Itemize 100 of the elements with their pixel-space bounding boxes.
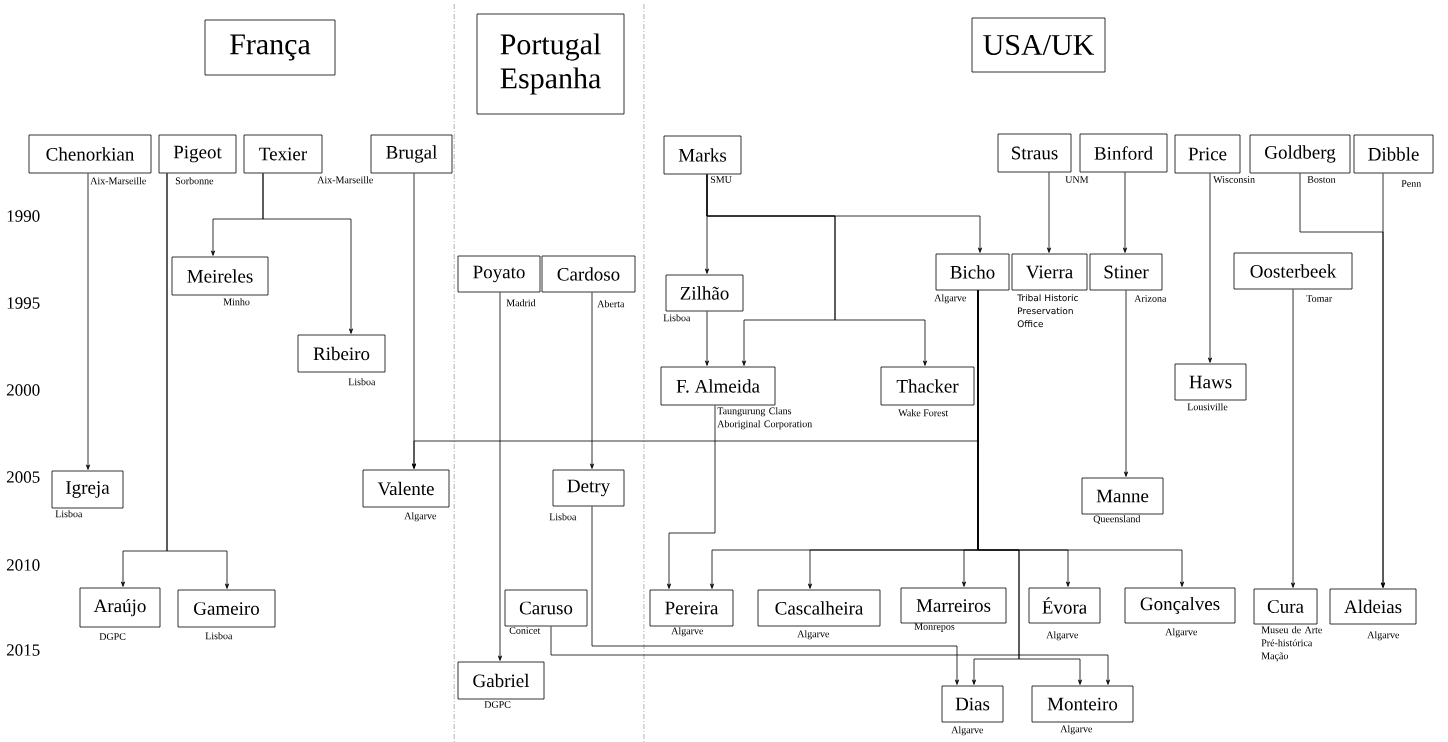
name-box: Meireles bbox=[171, 256, 269, 296]
affiliation-label: Minho bbox=[223, 298, 250, 306]
arrow bbox=[262, 173, 353, 334]
year-label: 2015 bbox=[6, 644, 40, 656]
affiliation-label: Algarve bbox=[951, 726, 984, 736]
name-box: Oosterbeek bbox=[1233, 252, 1353, 290]
year-label: 1995 bbox=[7, 297, 40, 309]
arrow bbox=[706, 174, 927, 366]
name-box: Straus bbox=[997, 133, 1072, 173]
name-box: Igreja bbox=[51, 470, 124, 509]
affiliation-label: Algarve bbox=[1165, 628, 1198, 638]
affiliation-label: Boston bbox=[1307, 176, 1336, 183]
year-label: 2000 bbox=[6, 384, 40, 396]
name-box: Marks bbox=[663, 135, 742, 175]
affiliation-label: Arizona bbox=[1134, 295, 1167, 302]
name-box: Gabriel bbox=[457, 661, 545, 700]
name-box: Monteiro bbox=[1031, 685, 1134, 723]
name-box: Zilhão bbox=[665, 274, 744, 312]
name-box: Évora bbox=[1028, 587, 1101, 624]
name-box: Gonçalves bbox=[1124, 587, 1236, 624]
arrow bbox=[1124, 290, 1129, 477]
arrow bbox=[498, 292, 502, 661]
heading-box: França bbox=[204, 19, 336, 76]
affiliation-label: Sorbonne bbox=[175, 177, 214, 185]
arrow bbox=[550, 626, 1111, 685]
affiliation-label: Lisboa bbox=[348, 378, 376, 386]
name-box: Araújo bbox=[79, 587, 161, 628]
year-label: 1990 bbox=[7, 210, 40, 222]
affiliation-label: Tribal Historic Preservation Office bbox=[1017, 294, 1078, 328]
affiliation-label: Monrepos bbox=[914, 623, 955, 632]
heading-box: Portugal Espanha bbox=[476, 13, 625, 115]
name-box: Detry bbox=[552, 469, 625, 507]
name-box: Dias bbox=[941, 685, 1004, 723]
affiliation-label: Taungurung Clans Aboriginal Corporation bbox=[717, 407, 813, 430]
affiliation-label: Algarve bbox=[1060, 725, 1093, 735]
affiliation-label: UNM bbox=[1065, 176, 1089, 183]
arrow bbox=[1381, 173, 1386, 588]
name-box: Gameiro bbox=[177, 589, 276, 628]
name-box: Chenorkian bbox=[28, 134, 152, 174]
name-box: Binford bbox=[1079, 133, 1168, 173]
name-box: Brugal bbox=[370, 134, 453, 174]
year-label: 2010 bbox=[6, 559, 40, 571]
affiliation-label: Museu de Arte Pré-histórica Mação bbox=[1261, 626, 1322, 662]
name-box: Price bbox=[1174, 134, 1241, 174]
affiliation-label: Queensland bbox=[1093, 515, 1141, 524]
name-box: Aldeias bbox=[1329, 588, 1417, 625]
name-box: Marreiros bbox=[900, 587, 1007, 624]
name-box: Haws bbox=[1174, 363, 1247, 401]
name-box: Cura bbox=[1253, 588, 1318, 625]
affiliation-label: Madrid bbox=[506, 299, 536, 307]
name-box: Stiner bbox=[1089, 253, 1163, 291]
arrow bbox=[86, 173, 90, 470]
name-box: Manne bbox=[1081, 477, 1164, 515]
arrow bbox=[667, 405, 716, 589]
name-box: Pereira bbox=[649, 589, 734, 627]
affiliation-label: Algarve bbox=[797, 630, 830, 640]
arrow bbox=[1123, 172, 1128, 253]
affiliation-label: Lisboa bbox=[205, 632, 233, 640]
arrow bbox=[977, 290, 1083, 685]
affiliation-label: Algarve bbox=[671, 627, 704, 637]
affiliation-label: Penn bbox=[1401, 180, 1422, 187]
affiliation-label: Tomar bbox=[1306, 295, 1333, 302]
name-box: Thacker bbox=[880, 366, 975, 406]
affiliation-label: Lisboa bbox=[549, 513, 577, 521]
affiliation-label: Wisconsin bbox=[1213, 176, 1255, 183]
name-box: Bicho bbox=[935, 253, 1010, 291]
arrow bbox=[590, 292, 594, 469]
arrow bbox=[1047, 172, 1051, 253]
name-box: Goldberg bbox=[1249, 134, 1351, 174]
name-box: Vierra bbox=[1011, 253, 1088, 291]
affiliation-label: DGPC bbox=[484, 701, 511, 708]
affiliation-label: SMU bbox=[710, 176, 732, 183]
name-box: F. Almeida bbox=[660, 366, 776, 406]
name-box: Poyato bbox=[457, 255, 541, 293]
arrow bbox=[166, 173, 229, 589]
affiliation-label: Wake Forest bbox=[898, 409, 949, 417]
name-box: Texier bbox=[243, 134, 323, 174]
affiliation-label: Aix-Marseille bbox=[317, 176, 373, 184]
affiliation-label: Algarve bbox=[1046, 631, 1079, 641]
name-box: Ribeiro bbox=[297, 334, 386, 373]
name-box: Pigeot bbox=[158, 134, 237, 174]
arrow bbox=[1291, 289, 1296, 588]
affiliation-label: DGPC bbox=[99, 633, 126, 640]
affiliation-label: Algarve bbox=[404, 512, 437, 522]
name-box: Cascalheira bbox=[757, 589, 881, 627]
name-box: Valente bbox=[362, 469, 450, 508]
name-box: Dibble bbox=[1353, 134, 1434, 174]
heading-box: USA/UK bbox=[971, 17, 1106, 73]
affiliation-label: Lisboa bbox=[55, 510, 83, 518]
affiliation-label: Algarve bbox=[934, 294, 967, 304]
name-box: Caruso bbox=[504, 589, 588, 627]
affiliation-label: Conicet bbox=[509, 627, 541, 634]
arrow bbox=[591, 506, 959, 685]
name-box: Cardoso bbox=[541, 255, 636, 293]
affiliation-label: Aberta bbox=[597, 300, 625, 308]
arrow bbox=[705, 311, 709, 366]
arrow bbox=[1208, 173, 1213, 363]
affiliation-label: Lisboa bbox=[663, 314, 691, 322]
affiliation-label: Lousiville bbox=[1187, 403, 1228, 411]
affiliation-label: Algarve bbox=[1367, 631, 1400, 641]
